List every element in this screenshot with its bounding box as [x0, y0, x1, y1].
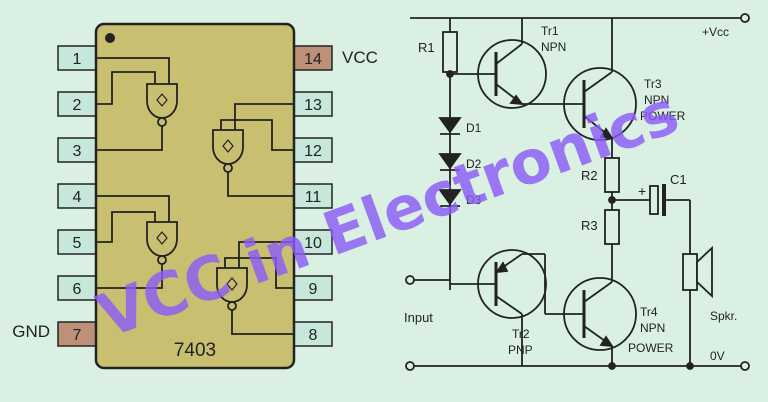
label-tr3-type: NPN: [644, 93, 669, 107]
diode-d1: [438, 117, 462, 135]
ic-wire: [238, 241, 294, 268]
pin-7: [57, 321, 97, 347]
label-c1-plus: +: [638, 183, 646, 199]
pin-number: 4: [73, 189, 82, 206]
pin-number: 13: [304, 97, 322, 114]
label-d2: D2: [466, 157, 482, 171]
label-tr2-type: PNP: [508, 343, 533, 357]
pin-8: [293, 321, 333, 347]
pin-number: 1: [73, 51, 82, 68]
resistor-r1: [442, 31, 458, 73]
ic-wire: [224, 257, 294, 289]
ic-wire: [227, 172, 294, 197]
pin-number: 5: [73, 235, 82, 252]
label-tr4-type: NPN: [640, 321, 665, 335]
pin-number: 3: [73, 143, 82, 160]
label-d1: D1: [466, 121, 482, 135]
ground-terminal-left: [405, 361, 415, 371]
resistor-r3: [604, 209, 620, 245]
input-terminal: [405, 275, 415, 285]
pin-number: 9: [309, 281, 318, 298]
label-tr2-name: Tr2: [512, 327, 530, 341]
amplifier-circuit: [405, 13, 750, 371]
label-input: Input: [404, 310, 433, 325]
diode-d2: [438, 153, 462, 171]
nand-gate-d: [216, 267, 248, 311]
ic-wire: [234, 103, 294, 130]
label-zero-volt: 0V: [710, 349, 725, 363]
label-r3: R3: [581, 218, 598, 233]
junction-dot: [686, 362, 694, 370]
ic-wire: [96, 126, 163, 151]
ground-terminal-right: [740, 361, 750, 371]
label-r1: R1: [418, 40, 435, 55]
transistor-tr1: [450, 18, 560, 109]
pin-number: 8: [309, 327, 318, 344]
pin-number: 7: [73, 327, 82, 344]
pin-10: [293, 229, 333, 255]
label-d3: D3: [466, 193, 482, 207]
gnd-pin-label: GND: [12, 322, 50, 341]
pin-number: 11: [305, 189, 322, 206]
transistor-tr2: [450, 249, 547, 366]
label-c1: C1: [670, 172, 687, 187]
vcc-pin-label: VCC: [342, 48, 378, 67]
pin-4: [57, 183, 97, 209]
nand-gates: [96, 57, 294, 335]
junction-dot: [608, 196, 616, 204]
pin-number: 6: [73, 281, 82, 298]
speaker: [682, 245, 713, 299]
pin-number: 12: [304, 143, 322, 160]
pin-number: 10: [304, 235, 322, 252]
junction-dot: [608, 362, 616, 370]
label-vcc-rail: +Vcc: [702, 25, 729, 39]
pin-12: [293, 137, 333, 163]
pin-1: [57, 45, 97, 71]
ic-wire: [231, 310, 294, 335]
pin-number: 2: [73, 97, 82, 114]
diode-d3: [438, 189, 462, 207]
label-r2: R2: [581, 168, 598, 183]
ic-wire: [96, 211, 156, 243]
label-tr1-name: Tr1: [541, 24, 559, 38]
pin-3: [57, 137, 97, 163]
ic-name: 7403: [174, 340, 216, 361]
capacitor-c1: [649, 184, 666, 216]
ic-wire: [96, 71, 156, 105]
junction-dot: [446, 70, 454, 78]
transistor-tr4: [544, 254, 637, 366]
nand-gate-c: [146, 221, 178, 265]
label-tr4-sub: POWER: [628, 341, 674, 355]
ic-wire: [96, 57, 170, 84]
ic-wire: [220, 119, 294, 151]
ic-wire: [96, 195, 170, 222]
nand-gate-a: [146, 83, 178, 127]
label-tr3-sub: POWER: [640, 109, 686, 123]
transistor-tr3: [560, 18, 637, 158]
label-tr4-name: Tr4: [640, 305, 658, 319]
ic-wire: [96, 264, 163, 289]
pin1-dot: [105, 33, 115, 43]
pin-number: 14: [304, 51, 322, 68]
label-tr1-type: NPN: [541, 40, 566, 54]
vcc-terminal: [740, 13, 750, 23]
nand-gate-b: [212, 129, 244, 173]
pins-left: 1 2 3 4 5 6 7: [57, 45, 97, 347]
label-tr3-name: Tr3: [644, 77, 662, 91]
label-speaker: Spkr.: [710, 309, 737, 323]
pin-6: [57, 275, 97, 301]
